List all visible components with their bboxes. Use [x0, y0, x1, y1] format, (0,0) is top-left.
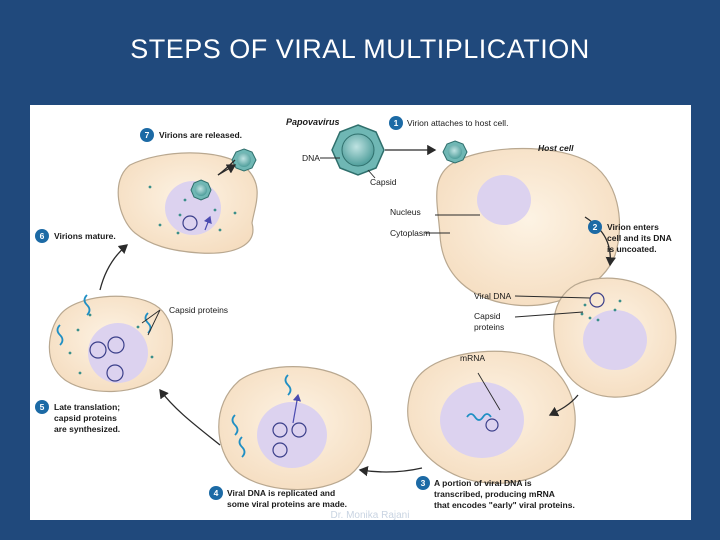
step-4-text-line1: Viral DNA is replicated and: [227, 488, 335, 498]
capsid-proteins-label-line2: proteins: [474, 322, 504, 332]
attaching-virion: [442, 140, 468, 164]
slide-title: STEPS OF VIRAL MULTIPLICATION: [130, 34, 590, 64]
host-cell-step3: [407, 350, 576, 484]
mrna-label: mRNA: [460, 353, 485, 363]
host-cell-step5: [48, 295, 174, 393]
capsid-proteins-label-line1: Capsid: [474, 311, 501, 321]
capsid-label: Capsid: [370, 177, 397, 187]
papovavirus-label: Papovavirus: [286, 117, 340, 127]
step-6-text: Virions mature.: [54, 231, 116, 241]
svg-text:7: 7: [145, 130, 150, 140]
svg-text:6: 6: [40, 231, 45, 241]
step-2-text-line1: Virion enters: [607, 222, 659, 232]
papovavirus-virion: [331, 124, 385, 176]
host-cell-step2: [553, 277, 677, 398]
step-5-text-line3: are synthesized.: [54, 424, 120, 434]
dna-label: DNA: [302, 153, 320, 163]
svg-text:2: 2: [593, 222, 598, 232]
svg-text:1: 1: [394, 118, 399, 128]
step-1-text: Virion attaches to host cell.: [407, 118, 508, 128]
released-virion: [231, 148, 257, 172]
viral-multiplication-diagram: Papovavirus DNA Capsid Host cell Nucleus…: [30, 105, 691, 520]
step-3-text-line1: A portion of viral DNA is: [434, 478, 532, 488]
step-4-text-line2: some viral proteins are made.: [227, 499, 347, 509]
step-2-text-line3: is uncoated.: [607, 244, 657, 254]
step-4-marker: [209, 486, 223, 500]
step-5-marker: [35, 400, 49, 414]
svg-text:5: 5: [40, 402, 45, 412]
step-3-marker: [416, 476, 430, 490]
host-cell-step4: [218, 366, 373, 491]
capsid-proteins-step6-label: Capsid proteins: [169, 305, 228, 315]
step-2-marker: [588, 220, 602, 234]
maturing-virion: [190, 179, 212, 201]
step-5-text-line2: capsid proteins: [54, 413, 117, 423]
step-2-text-line2: cell and its DNA: [607, 233, 672, 243]
step-3-text-line2: transcribed, producing mRNA: [434, 489, 555, 499]
step-5-text-line1: Late translation;: [54, 402, 120, 412]
cytoplasm-label: Cytoplasm: [390, 228, 430, 238]
host-cell-label: Host cell: [538, 143, 574, 153]
nucleus-label: Nucleus: [390, 207, 421, 217]
svg-text:4: 4: [214, 488, 219, 498]
step-6-marker: [35, 229, 49, 243]
step-7-text: Virions are released.: [159, 130, 242, 140]
step-3-text-line3: that encodes "early" viral proteins.: [434, 500, 575, 510]
viral-dna-label: Viral DNA: [474, 291, 511, 301]
credit-text: Dr. Monika Rajani: [330, 510, 410, 521]
step-1-marker: [389, 116, 403, 130]
svg-text:3: 3: [421, 478, 426, 488]
step-7-marker: [140, 128, 154, 142]
